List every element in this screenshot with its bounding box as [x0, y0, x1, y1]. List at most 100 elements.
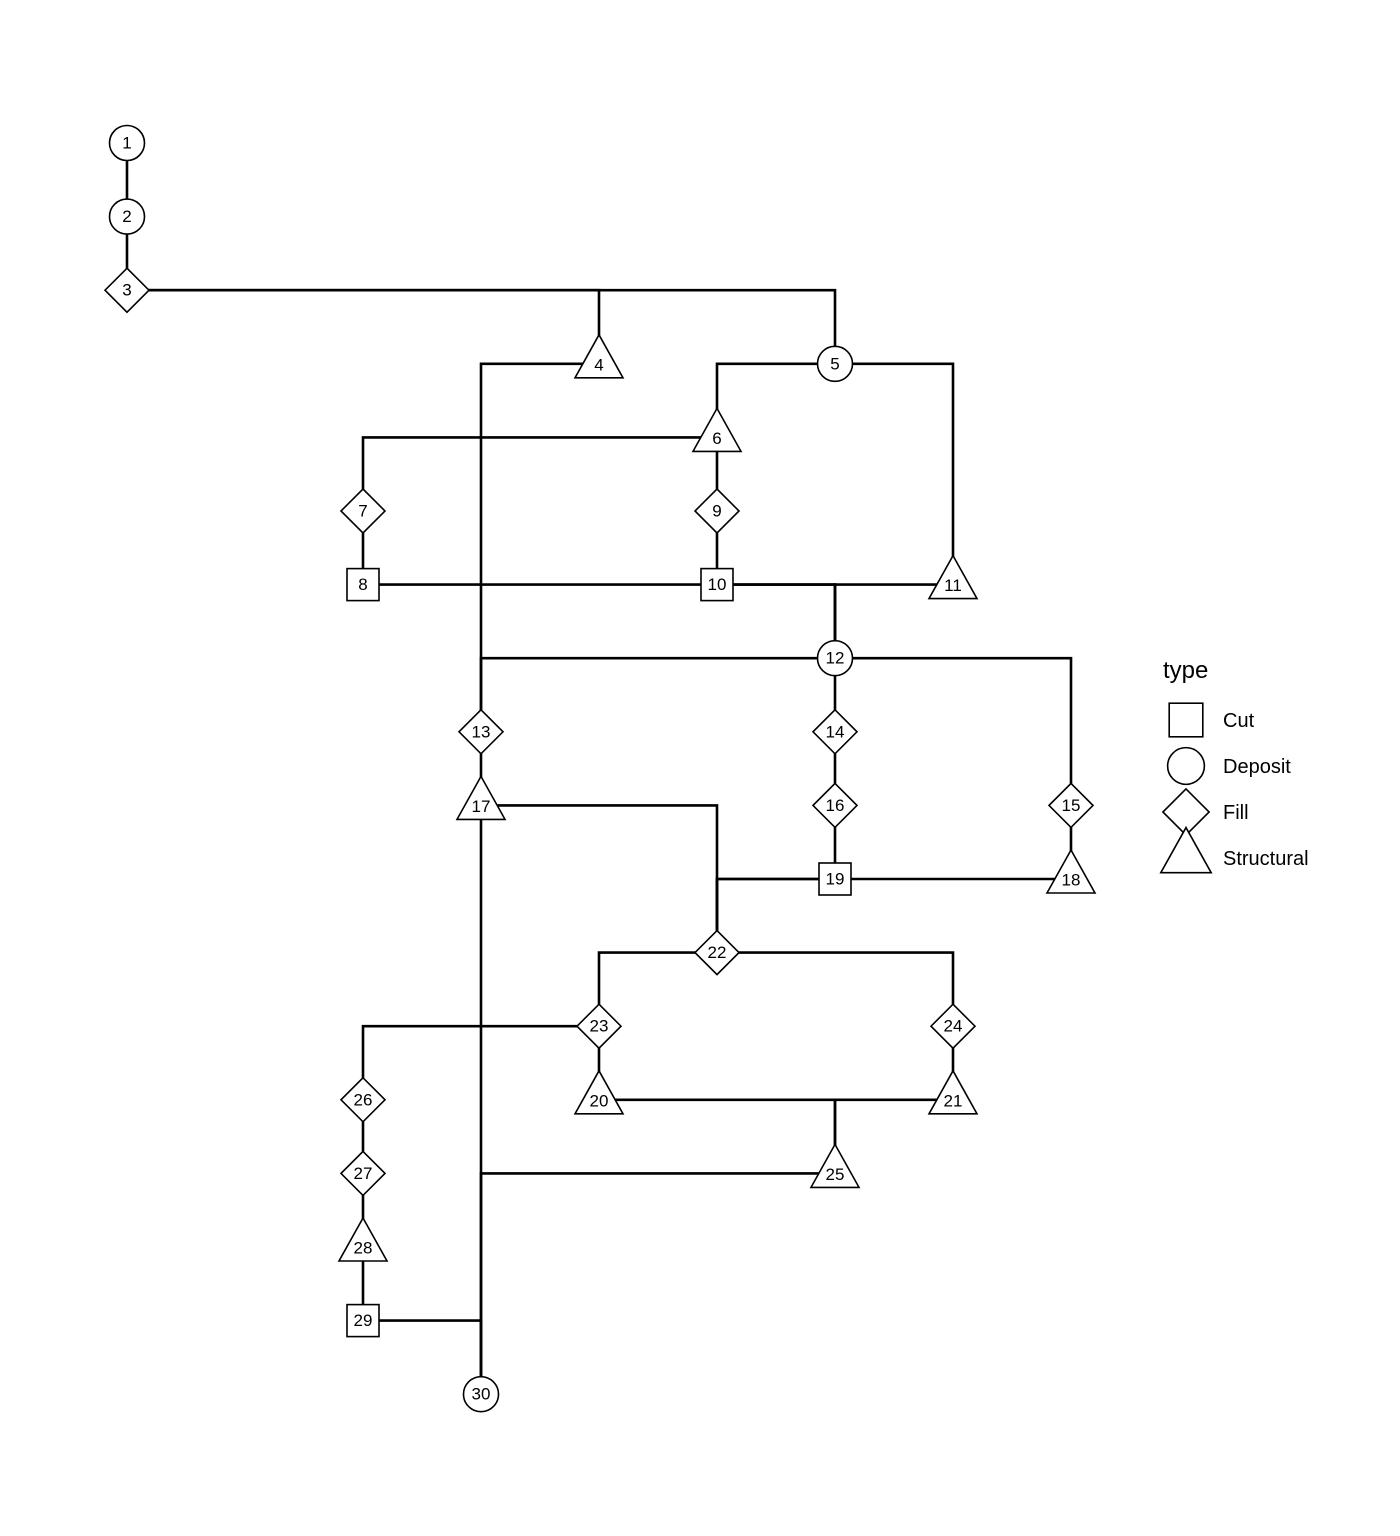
node-11: 11 [927, 553, 979, 600]
legend-item-cut: Cut [1168, 702, 1255, 738]
node-23: 23 [575, 1003, 623, 1050]
node-21: 21 [927, 1069, 979, 1115]
node-5-label: 5 [830, 354, 839, 373]
node-27: 27 [339, 1150, 387, 1197]
legend-structural-label: Structural [1223, 848, 1309, 870]
node-8-cut-shape [346, 567, 380, 602]
node-20-label: 20 [590, 1091, 609, 1110]
edge-6-7 [361, 436, 719, 513]
node-11-structural-shape [927, 553, 979, 600]
edge-17-22 [479, 804, 719, 954]
edge-12-15 [833, 656, 1073, 807]
node-25: 25 [809, 1142, 861, 1189]
node-15-fill-shape [1047, 782, 1095, 829]
legend-cut-icon [1168, 702, 1204, 738]
edge-3-5 [125, 288, 837, 366]
edge-8-12 [361, 583, 837, 660]
legend-deposit-icon [1166, 746, 1206, 786]
node-26-label: 26 [354, 1090, 373, 1109]
edge-5-6 [715, 362, 837, 439]
node-26: 26 [339, 1076, 387, 1123]
node-12: 12 [816, 639, 854, 677]
node-10-label: 10 [708, 575, 727, 594]
node-19-cut-shape [818, 862, 852, 896]
node-25-label: 25 [826, 1165, 845, 1184]
edge-layer [125, 141, 1073, 1396]
node-7-label: 7 [358, 502, 367, 521]
node-25-structural-shape [809, 1142, 861, 1189]
node-1-label: 1 [122, 134, 131, 153]
node-18-structural-shape [1045, 848, 1097, 894]
node-11-label: 11 [944, 576, 962, 595]
node-4: 4 [573, 333, 625, 379]
node-27-fill-shape [339, 1150, 387, 1197]
node-30: 30 [462, 1375, 500, 1413]
edge-5-11 [833, 362, 955, 586]
node-3-fill-shape [103, 267, 151, 314]
node-4-structural-shape [573, 333, 625, 379]
edge-19-22 [715, 877, 837, 954]
node-5-deposit-shape [816, 345, 854, 383]
node-15: 15 [1047, 782, 1095, 829]
node-20: 20 [573, 1069, 625, 1115]
node-9-fill-shape [693, 487, 741, 535]
node-22-label: 22 [708, 943, 727, 962]
edge-3-4 [125, 288, 601, 366]
node-14: 14 [811, 708, 859, 755]
node-13: 13 [457, 708, 505, 755]
node-26-fill-shape [339, 1076, 387, 1123]
node-6: 6 [691, 406, 743, 453]
node-3: 3 [103, 267, 151, 314]
node-29: 29 [346, 1303, 380, 1338]
node-4-label: 4 [594, 355, 603, 374]
node-23-label: 23 [590, 1017, 609, 1036]
node-30-deposit-shape [462, 1375, 500, 1413]
node-10-cut-shape [700, 567, 734, 602]
node-21-label: 21 [944, 1091, 963, 1110]
node-9: 9 [693, 487, 741, 535]
legend-structural-icon [1159, 825, 1213, 874]
node-18-label: 18 [1062, 871, 1081, 890]
node-13-fill-shape [457, 708, 505, 755]
edge-22-24 [715, 951, 955, 1028]
node-2-label: 2 [122, 207, 131, 226]
node-23-fill-shape [575, 1003, 623, 1050]
legend-item-fill: Fill [1161, 787, 1249, 837]
node-18: 18 [1045, 848, 1097, 894]
node-29-cut-shape [346, 1303, 380, 1338]
node-22-fill-shape [693, 929, 741, 976]
node-27-label: 27 [354, 1164, 373, 1183]
node-12-deposit-shape [816, 639, 854, 677]
edge-18-22 [715, 877, 1073, 954]
legend-title: type [1163, 657, 1208, 684]
edge-10-12 [715, 583, 837, 660]
node-2-deposit-shape [108, 198, 146, 235]
node-30-label: 30 [472, 1385, 491, 1404]
node-28-label: 28 [354, 1239, 373, 1258]
node-6-structural-shape [691, 406, 743, 453]
node-24-label: 24 [944, 1017, 963, 1036]
edge-12-13 [479, 656, 837, 734]
node-16-fill-shape [811, 782, 859, 829]
node-7-fill-shape [339, 487, 387, 535]
node-2: 2 [108, 198, 146, 235]
legend-item-structural: Structural [1159, 825, 1309, 874]
node-13-label: 13 [472, 722, 491, 741]
node-24: 24 [929, 1003, 977, 1050]
edge-25-30 [479, 1172, 837, 1396]
node-6-label: 6 [712, 429, 721, 448]
node-3-label: 3 [122, 281, 131, 300]
node-12-label: 12 [826, 649, 845, 668]
edge-20-25 [597, 1098, 837, 1175]
node-22: 22 [693, 929, 741, 976]
node-17-label: 17 [472, 797, 491, 816]
node-17-structural-shape [455, 774, 507, 821]
node-5: 5 [816, 345, 854, 383]
node-15-label: 15 [1062, 796, 1081, 815]
legend-cut-label: Cut [1223, 710, 1255, 732]
node-24-fill-shape [929, 1003, 977, 1050]
node-16: 16 [811, 782, 859, 829]
